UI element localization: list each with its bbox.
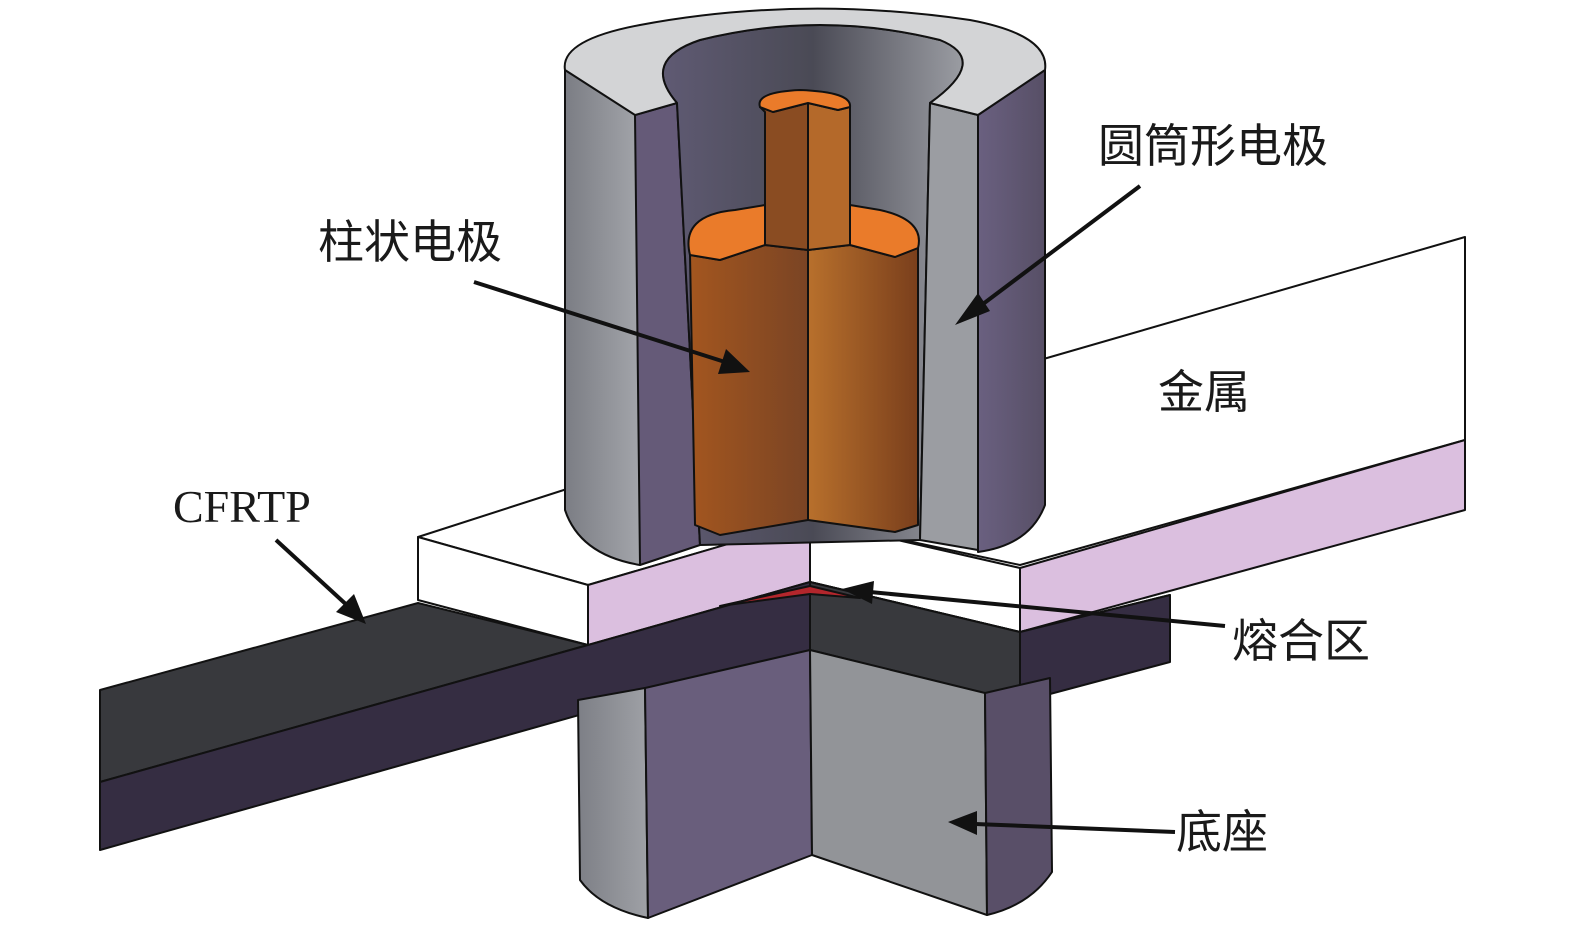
label-cylindrical-electrode: 圆筒形电极 (955, 119, 1328, 325)
base-text: 底座 (1176, 805, 1268, 859)
label-metal: 金属 (1158, 365, 1250, 419)
fusion-zone-text: 熔合区 (1232, 614, 1370, 668)
label-column-electrode: 柱状电极 (318, 215, 750, 374)
cylindrical-electrode-text: 圆筒形电极 (1098, 119, 1328, 173)
column-electrode (687, 89, 920, 536)
column-electrode-text: 柱状电极 (318, 215, 502, 269)
base (577, 649, 1053, 919)
label-base: 底座 (948, 805, 1268, 859)
metal-text: 金属 (1158, 365, 1250, 419)
label-cfrtp: CFRTP (173, 481, 366, 624)
cfrtp-text: CFRTP (173, 481, 311, 532)
label-fusion-zone: 熔合区 (842, 581, 1370, 668)
